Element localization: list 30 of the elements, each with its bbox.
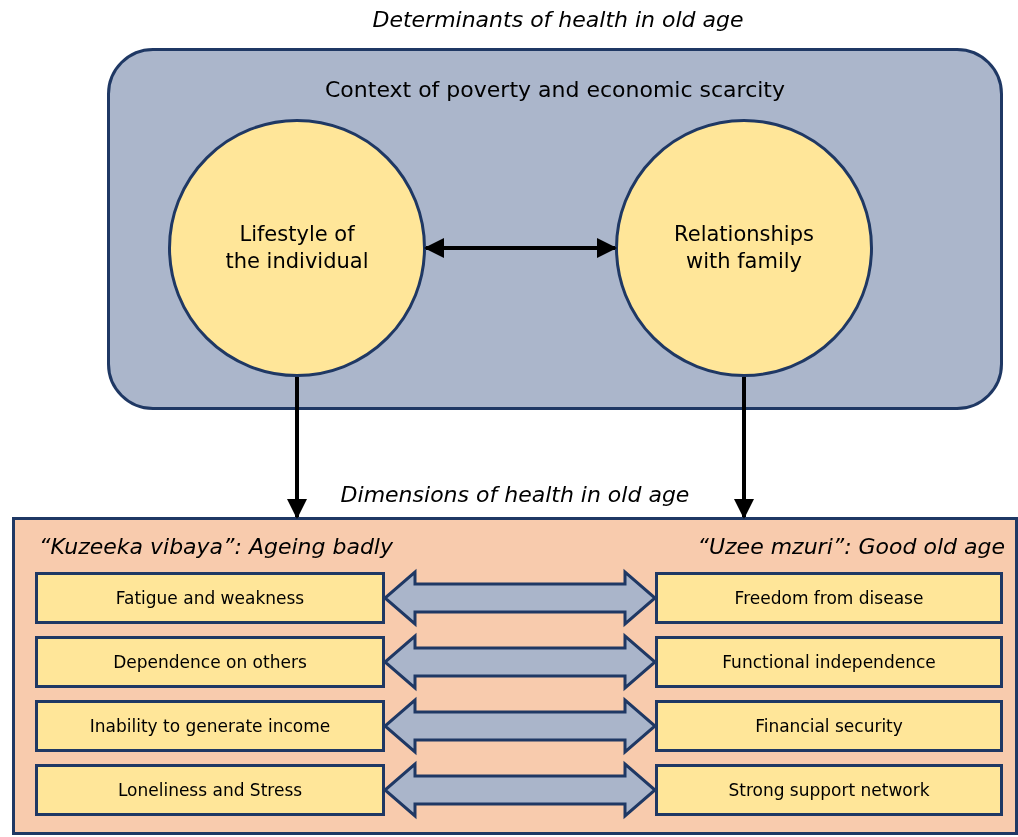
- dimension-label: Inability to generate income: [89, 716, 331, 736]
- dimension-label: Financial security: [755, 716, 903, 736]
- negative-dimension-box: [35, 700, 385, 752]
- section-heading: Dimensions of health in old age: [339, 482, 691, 507]
- circle-label: Lifestyle of the individual: [224, 220, 370, 275]
- section-heading: Determinants of health in old age: [371, 7, 745, 32]
- dimension-label: Freedom from disease: [734, 588, 924, 608]
- positive-dimension-box: [655, 700, 1003, 752]
- negative-dimension-box: [35, 572, 385, 624]
- negative-dimension-box: [35, 636, 385, 688]
- column-heading: “Uzee mzuri”: Good old age: [696, 534, 1005, 559]
- double-block-arrow: [382, 632, 658, 692]
- dimension-label: Loneliness and Stress: [117, 780, 303, 800]
- context-title: Context of poverty and economic scarcity: [324, 77, 786, 102]
- double-block-arrow: [382, 568, 658, 628]
- circle-label: Relationships with family: [673, 220, 815, 275]
- double-block-arrow: [382, 696, 658, 756]
- column-heading: “Kuzeeka vibaya”: Ageing badly: [39, 534, 394, 559]
- dimension-label: Dependence on others: [113, 652, 307, 672]
- double-block-arrow: [382, 760, 658, 820]
- arrow: [424, 238, 617, 258]
- dimension-label: Strong support network: [728, 780, 930, 800]
- positive-dimension-box: [655, 764, 1003, 816]
- dimension-label: Functional independence: [722, 652, 936, 672]
- arrow: [734, 377, 754, 519]
- arrow: [287, 377, 307, 519]
- positive-dimension-box: [655, 636, 1003, 688]
- positive-dimension-box: [655, 572, 1003, 624]
- negative-dimension-box: [35, 764, 385, 816]
- dimension-label: Fatigue and weakness: [115, 588, 305, 608]
